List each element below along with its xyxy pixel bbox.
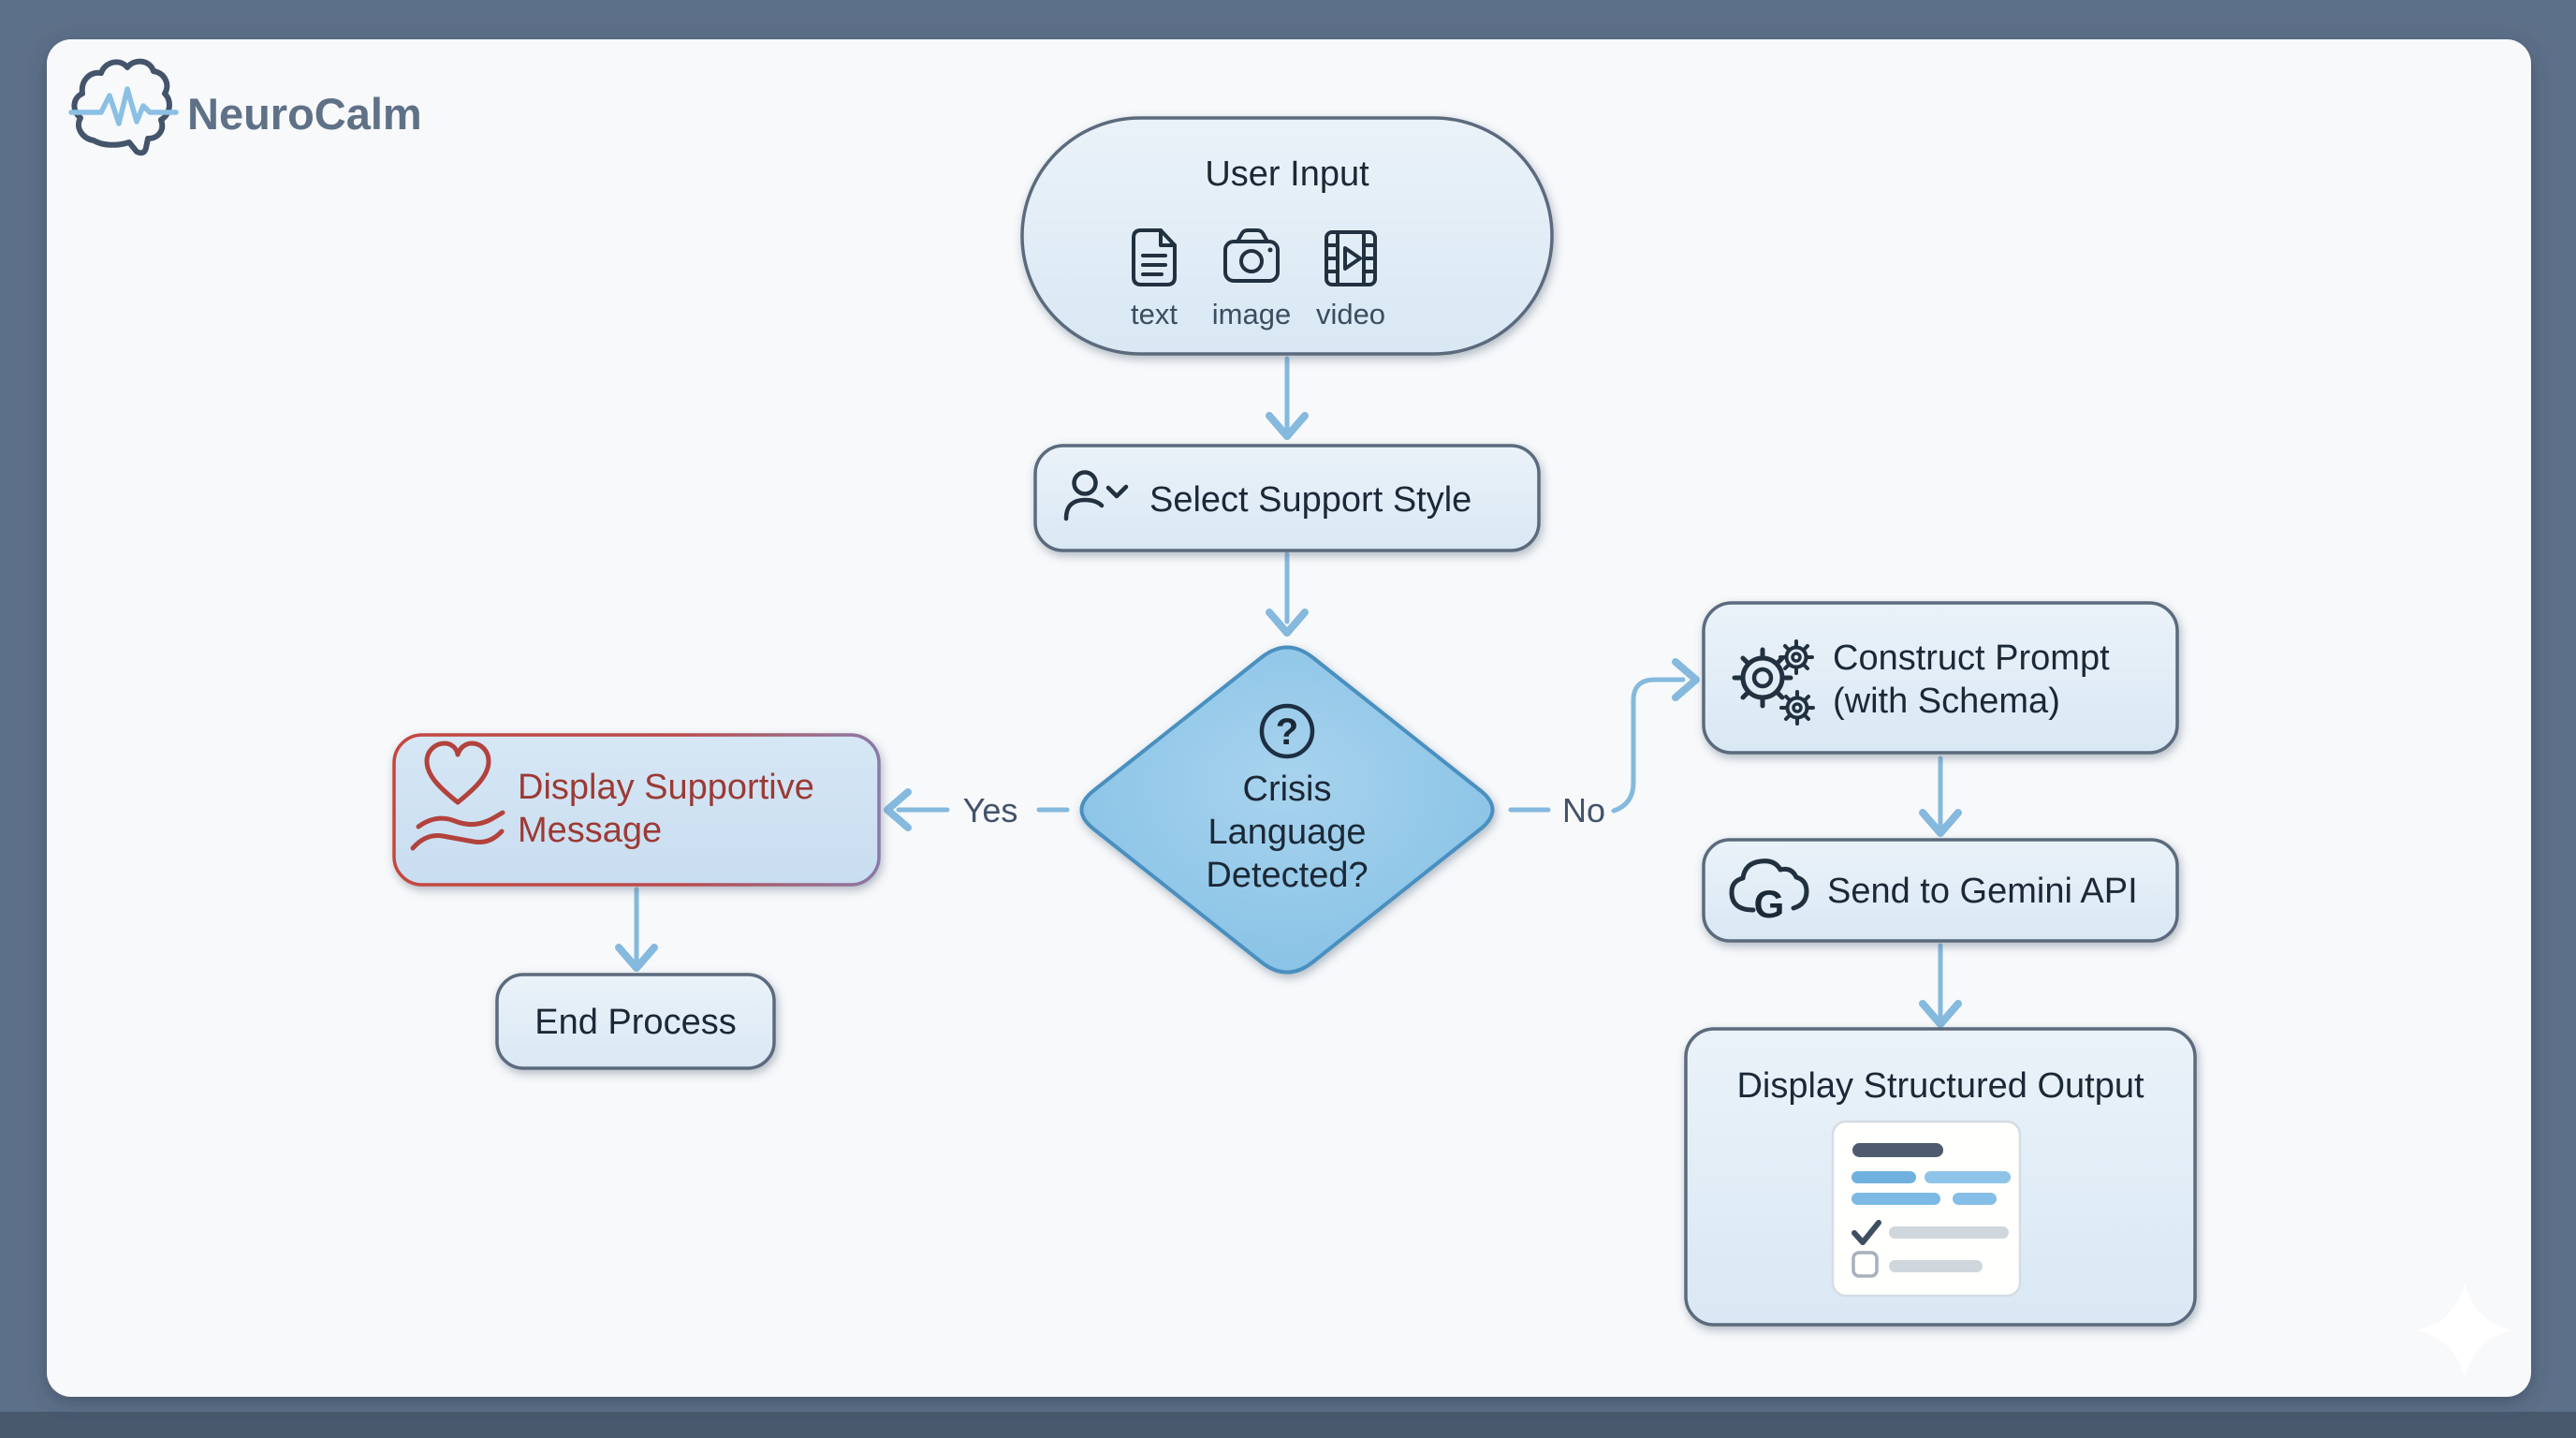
brain-pulse-icon <box>68 58 179 156</box>
check-icon <box>1852 1220 1881 1245</box>
gears-icon <box>1732 639 1815 726</box>
film-icon <box>1325 230 1377 286</box>
heart-hand-icon <box>410 741 505 851</box>
gemini-label: Send to Gemini API <box>1827 872 2138 911</box>
structured-list-icon <box>1831 1120 2022 1298</box>
supportive-line-2: Message <box>518 811 662 850</box>
user-input-title: User Input <box>1205 154 1369 194</box>
camera-icon <box>1223 228 1280 283</box>
decision-line-3: Detected? <box>1206 856 1368 895</box>
select-style-shape <box>1033 444 1541 552</box>
node-construct-prompt: Construct Prompt (with Schema) <box>1702 601 2179 755</box>
arrowhead-right-no <box>1672 658 1700 701</box>
construct-line-2: (with Schema) <box>1833 682 2060 721</box>
input-label-text: text <box>1131 298 1178 330</box>
input-label-image: image <box>1212 298 1291 330</box>
connectors: Yes No <box>615 356 1962 1028</box>
node-send-to-gemini: G Send to Gemini API <box>1702 838 2179 943</box>
gemini-shape <box>1702 838 2179 943</box>
arrowhead-down-2 <box>1266 609 1309 637</box>
structured-output-title: Display Structured Output <box>1736 1066 2144 1106</box>
brand-logo: NeuroCalm <box>68 58 422 156</box>
yes-label: Yes <box>963 791 1018 829</box>
end-process-label: End Process <box>534 1003 736 1042</box>
supportive-shape <box>392 733 881 887</box>
decision-line-1: Crisis <box>1243 770 1332 809</box>
cloud-g-icon: G <box>1729 858 1809 926</box>
construct-prompt-shape <box>1702 601 2179 755</box>
node-user-input: User Input text image video <box>1020 116 1554 356</box>
sparkle-icon <box>2416 1282 2513 1379</box>
question-mark: ? <box>1276 712 1298 753</box>
pulse-line <box>68 86 179 126</box>
arrowhead-down-4 <box>1919 809 1962 837</box>
arrowhead-left-yes <box>884 788 912 831</box>
user-input-shape <box>1020 116 1554 356</box>
select-style-label: Select Support Style <box>1149 480 1471 520</box>
node-display-supportive-message: Display Supportive Message <box>392 733 881 887</box>
checkbox-icon <box>1852 1251 1879 1278</box>
node-select-support-style: Select Support Style <box>1033 444 1541 552</box>
input-label-video: video <box>1316 298 1385 330</box>
document-text-icon <box>1132 228 1177 286</box>
question-circle-icon: ? <box>1259 703 1315 759</box>
end-process-shape <box>495 973 776 1070</box>
arrowhead-down-5 <box>1919 1000 1962 1028</box>
frame-bottom-strip <box>0 1412 2576 1438</box>
decision-line-2: Language <box>1208 813 1366 852</box>
cloud-letter: G <box>1754 882 1785 926</box>
node-display-structured-output: Display Structured Output <box>1684 1027 2197 1327</box>
user-dropdown-icon <box>1063 470 1129 521</box>
construct-line-1: Construct Prompt <box>1833 638 2110 678</box>
arrowhead-down-1 <box>1266 412 1309 440</box>
node-end-process: End Process <box>495 973 776 1070</box>
arrowhead-down-3 <box>615 944 658 972</box>
decision-diamond-shape <box>1079 645 1495 975</box>
no-label: No <box>1562 791 1605 829</box>
brand-name: NeuroCalm <box>187 89 422 139</box>
node-crisis-decision: ? Crisis Language Detected? <box>1079 645 1495 975</box>
supportive-line-1: Display Supportive <box>518 768 814 807</box>
arrow-no-curve <box>1611 677 1686 814</box>
